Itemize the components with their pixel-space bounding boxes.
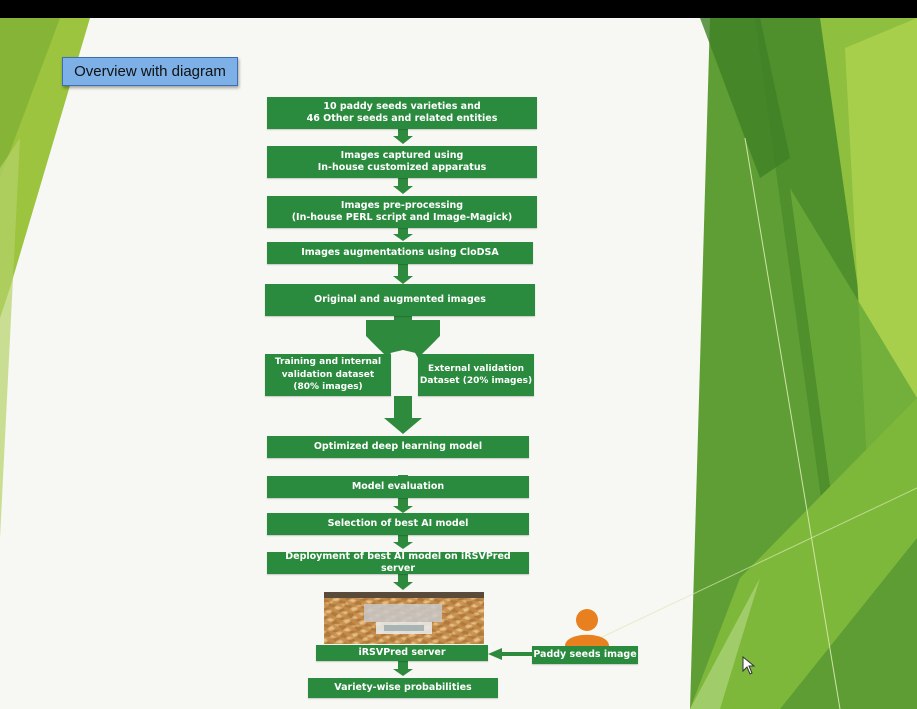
arrow-2-3 bbox=[398, 178, 408, 186]
step-external-validation: External validation Dataset (20% images) bbox=[418, 354, 534, 396]
server-screenshot-image bbox=[324, 592, 484, 644]
step-preprocessing: Images pre-processing (In-house PERL scr… bbox=[267, 196, 537, 228]
arrow-11-12 bbox=[398, 661, 408, 671]
step-training-dataset: Training and internal validation dataset… bbox=[265, 354, 391, 396]
arrow-3-4 bbox=[398, 228, 408, 234]
arrow-9-10 bbox=[398, 535, 408, 544]
step-irsvpred-server: iRSVPred server bbox=[316, 645, 488, 661]
flow-arrows bbox=[366, 128, 609, 676]
arrow-10-11 bbox=[398, 574, 408, 584]
step-image-capture: Images captured using In-house customize… bbox=[267, 146, 537, 178]
merge-arrow bbox=[384, 396, 422, 434]
step-seed-varieties: 10 paddy seeds varieties and 46 Other se… bbox=[267, 97, 537, 129]
slide-background bbox=[0, 18, 917, 709]
arrow-4-5 bbox=[398, 264, 408, 278]
step-variety-probabilities: Variety-wise probabilities bbox=[308, 678, 498, 698]
mouse-pointer-icon bbox=[742, 656, 756, 675]
step-model-evaluation: Model evaluation bbox=[267, 476, 529, 498]
slide-title: Overview with diagram bbox=[62, 57, 238, 86]
arrow-1-2 bbox=[398, 128, 408, 136]
step-original-augmented: Original and augmented images bbox=[265, 284, 535, 316]
step-deployment: Deployment of best AI model on iRSVPred … bbox=[267, 551, 529, 574]
person-icon bbox=[565, 609, 609, 646]
step-augmentation: Images augmentations using CloDSA bbox=[267, 242, 533, 264]
split-arrow bbox=[366, 316, 440, 358]
arrow-input bbox=[500, 652, 532, 656]
step-deep-learning-model: Optimized deep learning model bbox=[267, 436, 529, 458]
slide: Overview with diagram bbox=[0, 18, 917, 709]
input-paddy-seeds-image: Paddy seeds image bbox=[532, 646, 638, 664]
step-best-model-selection: Selection of best AI model bbox=[267, 513, 529, 535]
arrow-8-9 bbox=[398, 498, 408, 508]
